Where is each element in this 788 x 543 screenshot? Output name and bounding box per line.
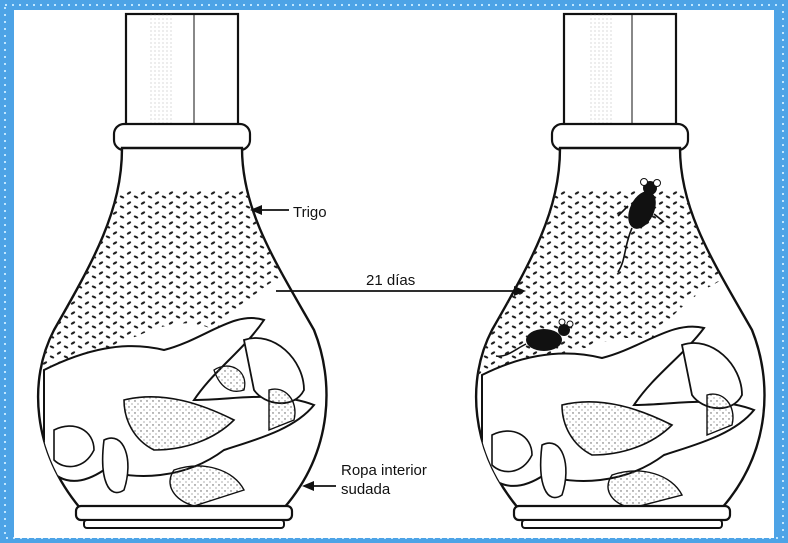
- clothes-label-line2: sudada: [341, 481, 390, 498]
- diagram-panel: Trigo 21 días Ropa interior sudada: [14, 10, 774, 538]
- grain-label: Trigo: [293, 204, 327, 221]
- time-elapsed-label: 21 días: [366, 272, 415, 289]
- clothes-label-line1: Ropa interior: [341, 462, 427, 479]
- bottle-before: [34, 14, 334, 528]
- trigo-pointer-arrow: [250, 205, 289, 215]
- ropa-pointer-arrow: [302, 481, 336, 491]
- bottle-after: [472, 14, 774, 528]
